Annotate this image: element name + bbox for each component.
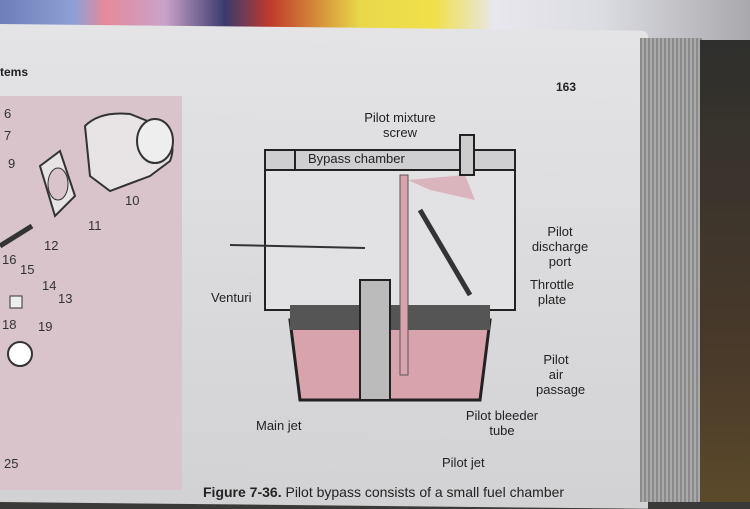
label-throttle-plate: Throttle plate (529, 277, 575, 307)
label-pilot-mixture-screw: Pilot mixture screw (364, 110, 436, 140)
caption-text: Pilot bypass consists of a small fuel ch… (285, 484, 565, 500)
label-bypass-chamber: Bypass chamber (308, 151, 405, 166)
part-number: 6 (4, 106, 12, 121)
label-pilot-air-passage: Pilot air passage (536, 352, 586, 397)
label-main-jet: Main jet (256, 418, 302, 433)
figure-caption: Figure 7-36. Pilot bypass consists of a … (203, 484, 564, 500)
part-number: 9 (8, 156, 16, 171)
label-pilot-jet: Pilot jet (442, 455, 485, 470)
part-number: 15 (20, 262, 35, 277)
carburetor-diagram (229, 134, 516, 402)
part-number: 25 (4, 456, 19, 471)
book-cover (700, 40, 750, 502)
page-number: 163 (556, 80, 577, 94)
part-number: 18 (2, 317, 17, 332)
label-venturi: Venturi (211, 290, 252, 305)
label-pilot-bleeder-tube: Pilot bleeder tube (465, 408, 539, 438)
part-number: 11 (88, 218, 102, 233)
part-number: 10 (125, 193, 140, 208)
part-number: 19 (38, 319, 53, 334)
parts-illustration-panel (0, 96, 182, 490)
part-number: 13 (58, 291, 73, 306)
page-edges (640, 38, 702, 502)
figure-number: Figure 7-36. (203, 484, 282, 500)
section-header: tems (0, 65, 29, 79)
label-pilot-discharge-port: Pilot discharge port (531, 224, 589, 269)
part-number: 12 (44, 238, 59, 253)
part-number: 14 (42, 278, 57, 293)
exploded-parts-drawing (0, 112, 174, 367)
part-number: 16 (2, 252, 17, 267)
part-number: 7 (4, 128, 12, 143)
